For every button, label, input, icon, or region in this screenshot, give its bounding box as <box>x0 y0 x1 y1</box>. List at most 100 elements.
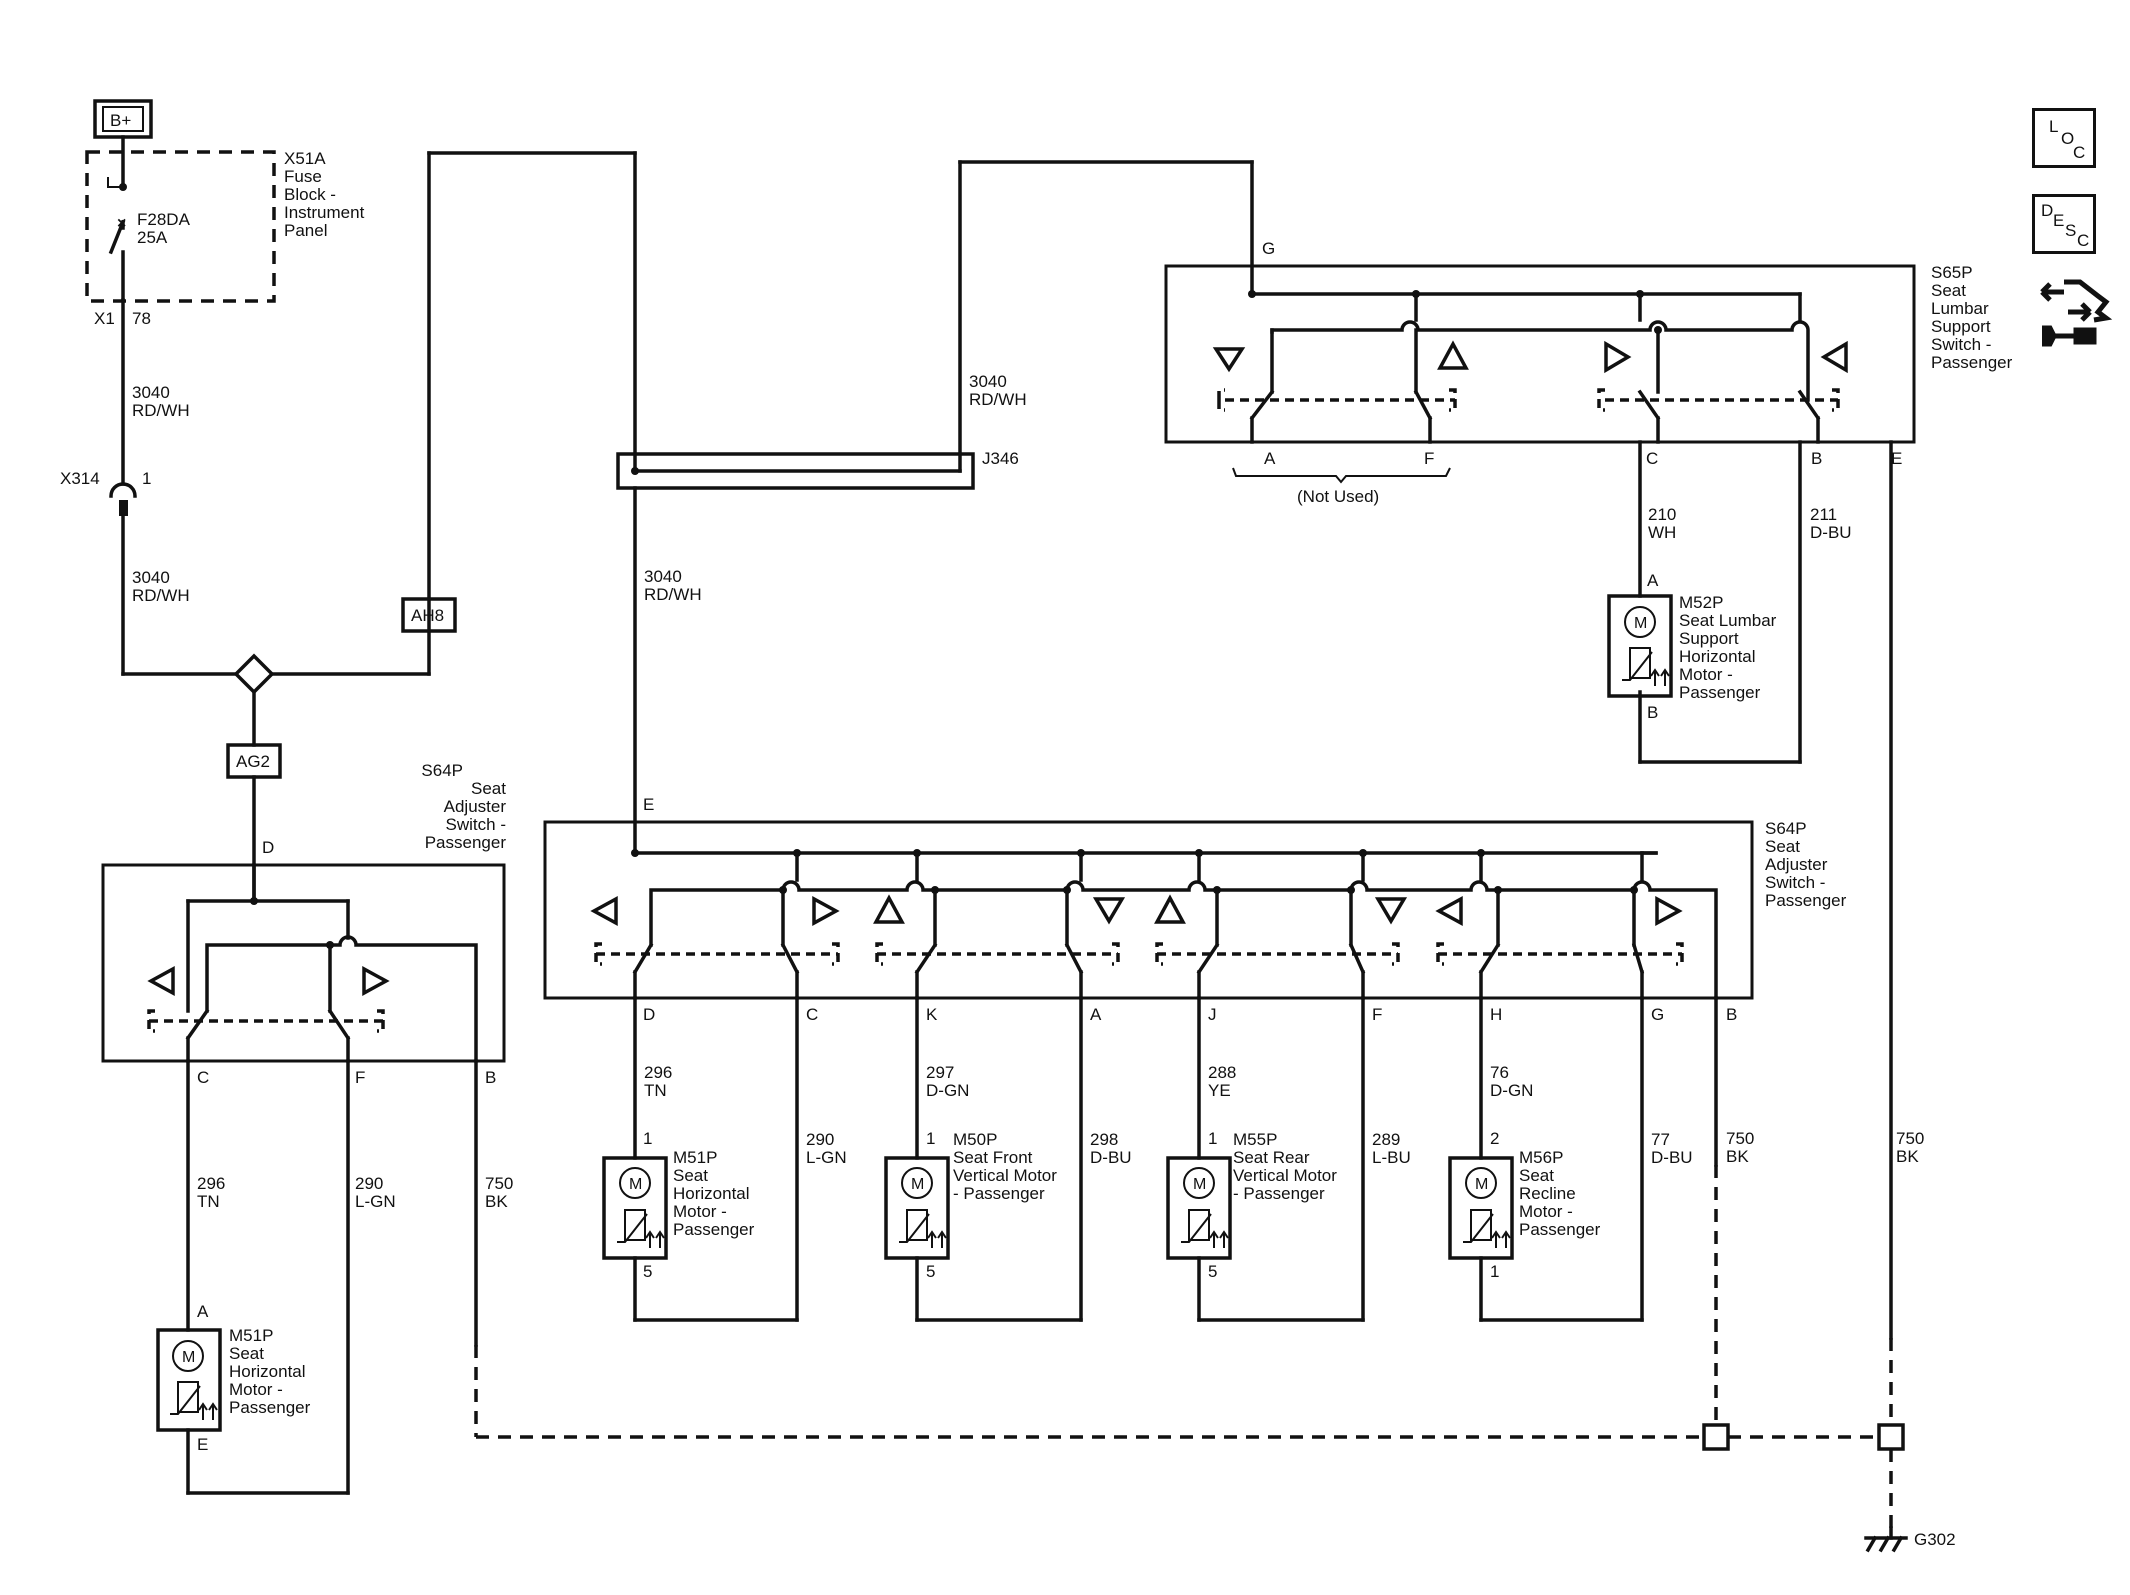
fuse-connector-id: X1 <box>94 309 115 328</box>
lumbar-wire-c-color: WH <box>1648 523 1676 542</box>
lumbar-switch-internals <box>1212 290 1848 444</box>
ground-wire-e-circuit: 750 <box>1896 1129 1924 1148</box>
lumbar-pin-b: B <box>1811 449 1822 468</box>
lumbar-switch-pin-g: G <box>1262 239 1275 258</box>
left-switch-title-1: Seat <box>471 779 506 798</box>
main-pin-b: B <box>1726 1005 1737 1024</box>
motor-m56p-wire-color: D-GN <box>1490 1081 1533 1100</box>
arrow-up-icon <box>1154 894 1186 924</box>
left-switch-title-0: S64P <box>421 761 463 780</box>
motor-m50p-title-0: M50P <box>953 1130 997 1149</box>
lumbar-wire-b-color: D-BU <box>1810 523 1852 542</box>
left-switch-title-3: Switch - <box>446 815 506 834</box>
loc-letter-l: L <box>2049 117 2059 136</box>
battery-label: B+ <box>110 111 131 130</box>
x314-label: X314 <box>60 469 100 488</box>
arrow-down-icon <box>1212 347 1246 373</box>
main-switch-title-1: Seat <box>1765 837 1800 856</box>
motor-m50p-pin-top: 1 <box>926 1129 935 1148</box>
left-switch-title-2: Adjuster <box>444 797 507 816</box>
fuse-symbol: × <box>107 135 127 302</box>
lumbar-motor-title-1: Seat Lumbar <box>1679 611 1777 630</box>
motor-m56p-wire-circuit: 76 <box>1490 1063 1509 1082</box>
ground-splice-1 <box>1702 1423 1730 1451</box>
not-used-label: (Not Used) <box>1297 487 1379 506</box>
left-switch-internals <box>147 863 478 1063</box>
motor-m51p-pin-top: 1 <box>643 1129 652 1148</box>
left-switch-pin-d: D <box>262 838 274 857</box>
motor-m56p-title-1: Seat <box>1519 1166 1554 1185</box>
arrow-up-icon <box>873 894 905 924</box>
left-wire-f-circuit: 290 <box>355 1174 383 1193</box>
left-motor-title-3: Motor - <box>229 1380 283 1399</box>
main-pin-k: K <box>926 1005 938 1024</box>
main-switch-internals <box>590 849 1718 1000</box>
motor-m55p-title-2: Vertical Motor <box>1233 1166 1337 1185</box>
lumbar-pin-e: E <box>1891 449 1902 468</box>
wire-3040-a-circuit: 3040 <box>132 383 170 402</box>
motor-m51p-title-3: Motor - <box>673 1202 727 1221</box>
splice-diamond <box>233 653 275 695</box>
ah8-connector <box>401 597 457 633</box>
motor-m50p-wire-color: D-GN <box>926 1081 969 1100</box>
left-wire-b-circuit: 750 <box>485 1174 513 1193</box>
main-pin-d: D <box>643 1005 655 1024</box>
motor-m51p-pin-bottom: 5 <box>643 1262 652 1281</box>
lumbar-wire-c-circuit: 210 <box>1648 505 1676 524</box>
main-pin-g: G <box>1651 1005 1664 1024</box>
ground-wire-e-color: BK <box>1896 1147 1919 1166</box>
desc-letter-e: E <box>2053 211 2065 230</box>
loc-letter-o: O <box>2061 129 2075 148</box>
lumbar-motor-title-5: Passenger <box>1679 683 1761 702</box>
arrow-down-icon <box>1374 897 1408 925</box>
fuse-name: F28DA <box>137 210 191 229</box>
j346-label: J346 <box>982 449 1019 468</box>
motor-m51p: M <box>602 996 799 1322</box>
fuse-block-line3: Block - <box>284 185 336 204</box>
motor-m50p-pin-bottom: 5 <box>926 1262 935 1281</box>
lumbar-switch-title-0: S65P <box>1931 263 1973 282</box>
ag2-label: AG2 <box>236 752 270 771</box>
motor-m56p-pin-bottom: 1 <box>1490 1262 1499 1281</box>
left-motor-title-1: Seat <box>229 1344 264 1363</box>
motor-m51p-return-color: L-GN <box>806 1148 847 1167</box>
left-motor-pin-e: E <box>197 1435 208 1454</box>
motor-m55p-pin-top: 1 <box>1208 1129 1217 1148</box>
arrow-right-icon <box>362 966 390 996</box>
main-pin-j: J <box>1208 1005 1217 1024</box>
motor-m55p-wire-circuit: 288 <box>1208 1063 1236 1082</box>
fuse-rating: 25A <box>137 228 168 247</box>
lumbar-motor-pin-b: B <box>1647 703 1658 722</box>
lumbar-motor-symbol: M <box>1607 594 1673 698</box>
lumbar-switch-title-2: Lumbar <box>1931 299 1989 318</box>
motor-m51p-title-0: M51P <box>673 1148 717 1167</box>
desc-button[interactable]: D E S C <box>2032 194 2096 254</box>
lumbar-switch-title-4: Switch - <box>1931 335 1991 354</box>
arrow-down-icon <box>1092 897 1126 925</box>
arrow-left-icon <box>590 896 618 926</box>
left-motor-title-4: Passenger <box>229 1398 311 1417</box>
lumbar-motor-title-4: Motor - <box>1679 665 1733 684</box>
left-wire-f-color: L-GN <box>355 1192 396 1211</box>
main-pin-h: H <box>1490 1005 1502 1024</box>
main-switch-box <box>543 820 1754 1000</box>
motor-m55p-return-color: L-BU <box>1372 1148 1411 1167</box>
desc-letter-s: S <box>2065 221 2077 240</box>
connector-end-view-wrench-icon[interactable] <box>2036 272 2116 352</box>
lumbar-switch-title-1: Seat <box>1931 281 1966 300</box>
left-wire-c-circuit: 296 <box>197 1174 225 1193</box>
motor-m51p-m: M <box>629 1176 642 1193</box>
not-used-bracket <box>1232 467 1451 484</box>
arrow-up-icon <box>1437 340 1469 370</box>
left-switch-pin-f: F <box>355 1068 365 1087</box>
fuse-block-line2: Fuse <box>284 167 322 186</box>
left-switch-box <box>101 863 506 1063</box>
loc-button[interactable]: L O C <box>2032 108 2096 168</box>
ground-wire-b-color: BK <box>1726 1147 1749 1166</box>
x314-pin: 1 <box>142 469 151 488</box>
left-switch-title-4: Passenger <box>425 833 507 852</box>
motor-m55p-title-1: Seat Rear <box>1233 1148 1310 1167</box>
ah8-label: AH8 <box>411 606 444 625</box>
left-motor-title-0: M51P <box>229 1326 273 1345</box>
motor-m50p-return-circuit: 298 <box>1090 1130 1118 1149</box>
